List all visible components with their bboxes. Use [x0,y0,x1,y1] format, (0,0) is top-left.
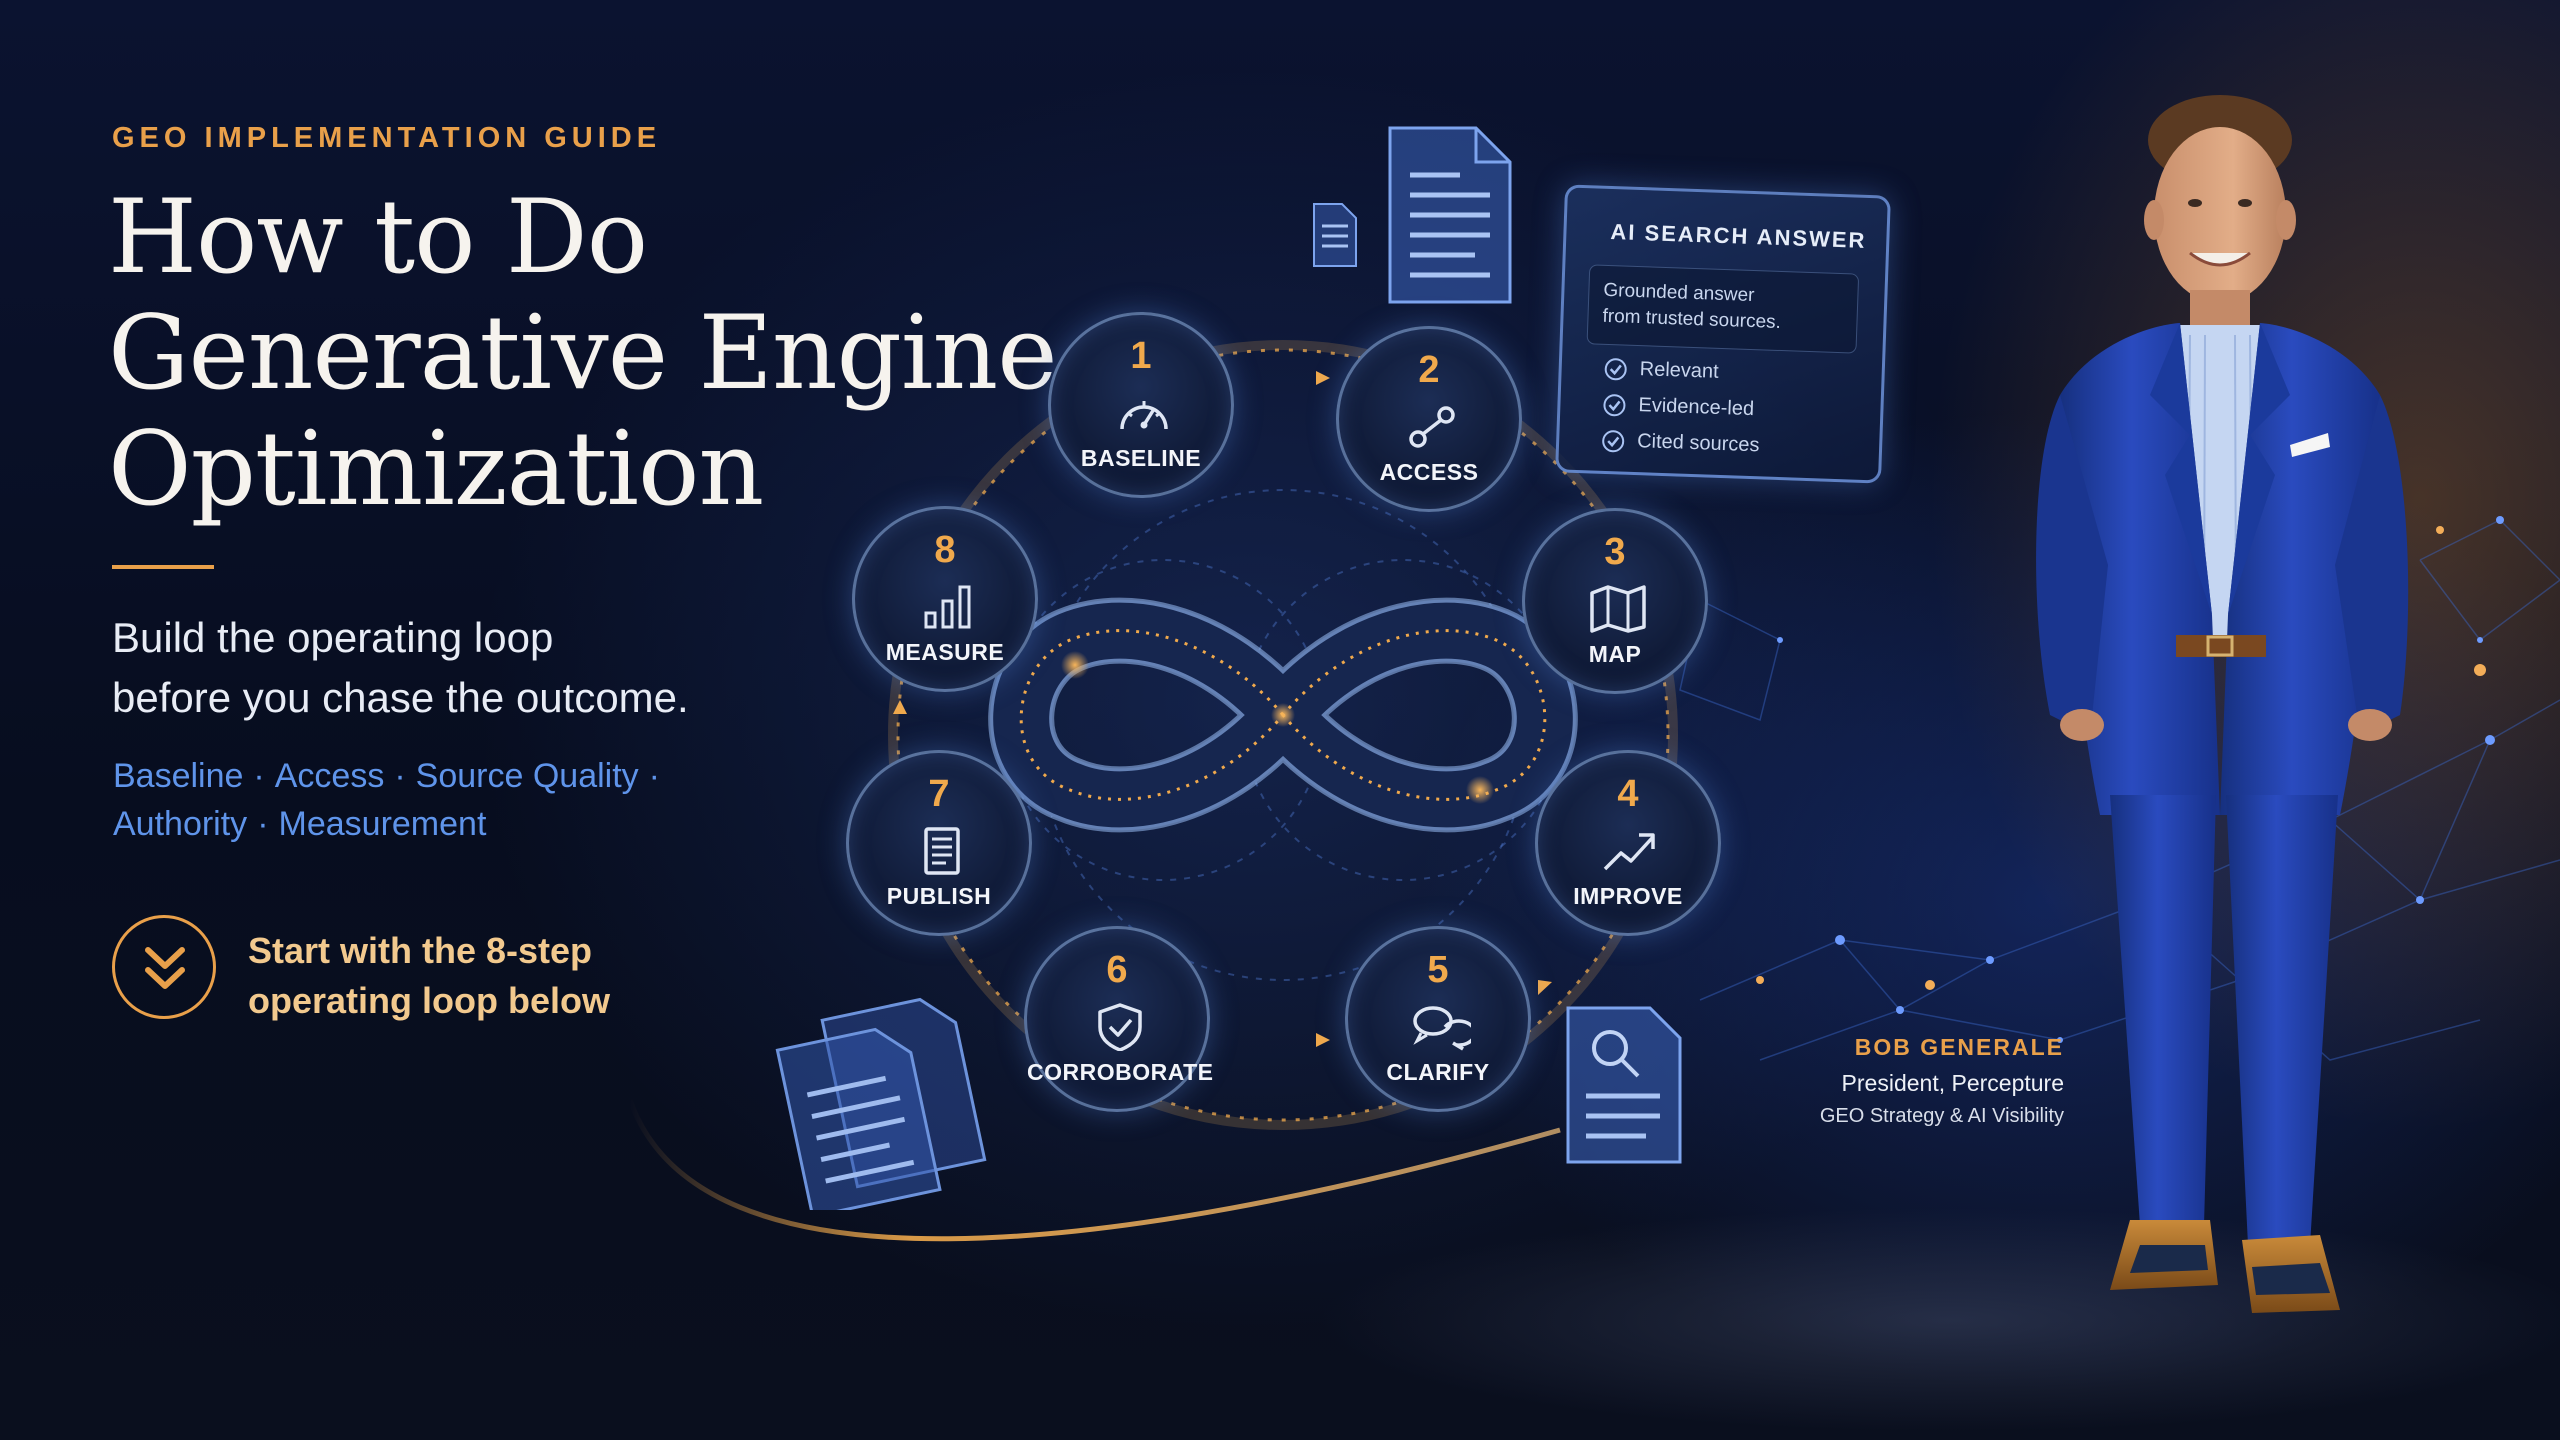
presenter-focus: GEO Strategy & AI Visibility [1819,1105,2064,1127]
title-line: How to Do [108,178,648,297]
step-label: ACCESS [1379,459,1479,485]
check-circle-icon [1602,430,1625,453]
check-circle-icon [1604,358,1627,381]
search-document-icon [1566,1006,1682,1164]
step-number: 7 [928,773,950,815]
loop-step-access: 2 ACCESS [1336,326,1522,512]
check-label: Evidence-led [1638,394,1755,421]
chat-bubbles-icon [1413,1006,1471,1051]
infinity-symbol [988,597,1578,833]
eyebrow-label: GEO IMPLEMENTATION GUIDE [112,122,662,154]
title-line: Generative Engine [108,294,1058,413]
glow-swoosh [627,1099,1561,1242]
map-icon [1590,585,1646,633]
step-number: 4 [1617,773,1639,815]
loop-step-corroborate: 6 CORROBORATE [1024,926,1214,1112]
pillar-item: Authority [113,805,248,843]
pillar-item: Source Quality [415,757,639,795]
presenter-role: President, Percepture [1841,1070,2064,1096]
shield-check-icon [1098,1003,1142,1051]
loop-step-clarify: 5 CLARIFY [1345,926,1531,1112]
document-icon [1313,203,1357,267]
step-label: BASELINE [1080,445,1202,471]
pillar-item: Baseline [113,757,244,795]
subtitle-line: before you chase the outcome. [112,674,689,721]
subtitle-line: Build the operating loop [112,614,554,661]
link-icon [1409,406,1455,448]
loop-step-improve: 4 IMPROVE [1535,750,1721,936]
subtitle: Build the operating loop before you chas… [112,608,872,728]
check-label: Relevant [1639,358,1719,383]
loop-step-measure: 8 MEASURE [852,506,1038,692]
step-label: MEASURE [885,639,1005,665]
title-line: Optimization [108,410,764,529]
presenter-name: BOB GENERALE [1854,1034,2064,1060]
step-label: PUBLISH [886,883,992,909]
trend-up-icon [1603,833,1655,871]
check-item: Evidence-led [1602,391,1754,420]
loop-step-map: 3 MAP [1522,508,1708,694]
accent-divider [112,565,214,569]
pillar-item: Access [274,757,385,795]
ai-search-answer-card: AI SEARCH ANSWER Grounded answer from tr… [1555,184,1891,484]
page-title: How to Do Generative Engine Optimization [108,180,1088,528]
orange-sparks [1756,526,2486,990]
presenter-photo [2036,95,2409,1313]
step-label: MAP [1588,641,1642,667]
step-label: CLARIFY [1386,1059,1490,1085]
cta-line: Start with the 8-step [248,930,593,971]
answer-text: Grounded answer from trusted sources. [1602,278,1854,339]
speedometer-icon [1120,401,1168,430]
check-item: Cited sources [1601,427,1760,456]
document-icon [924,827,960,875]
step-number: 5 [1427,949,1449,991]
step-number: 8 [934,529,956,571]
double-chevron-down-icon [112,915,216,1019]
step-label: IMPROVE [1573,883,1683,909]
step-label: CORROBORATE [1027,1059,1214,1085]
step-number: 6 [1106,949,1128,991]
check-circle-icon [1603,394,1626,417]
check-item: Relevant [1603,355,1719,383]
answer-box: Grounded answer from trusted sources. [1586,264,1860,354]
pillar-list: Baseline·Access·Source Quality· Authorit… [113,752,833,848]
cta-text: Start with the 8-step operating loop bel… [248,926,748,1026]
stacked-documents-icon [775,997,987,1210]
check-label: Cited sources [1636,430,1760,457]
separator: · [394,757,406,795]
step-number: 1 [1130,335,1152,377]
loop-step-publish: 7 PUBLISH [846,750,1032,936]
step-number: 2 [1418,349,1440,391]
bar-chart-icon [924,585,971,629]
cta-line: operating loop below [248,980,610,1021]
card-title: AI SEARCH ANSWER [1610,219,1867,253]
separator: · [257,805,269,843]
separator: · [253,757,265,795]
pillar-item: Measurement [278,805,487,843]
step-number: 3 [1604,531,1626,573]
outer-ring [888,340,1678,1130]
document-icon [1388,126,1512,304]
loop-step-baseline: 1 BASELINE [1048,312,1234,498]
separator: · [648,757,660,795]
